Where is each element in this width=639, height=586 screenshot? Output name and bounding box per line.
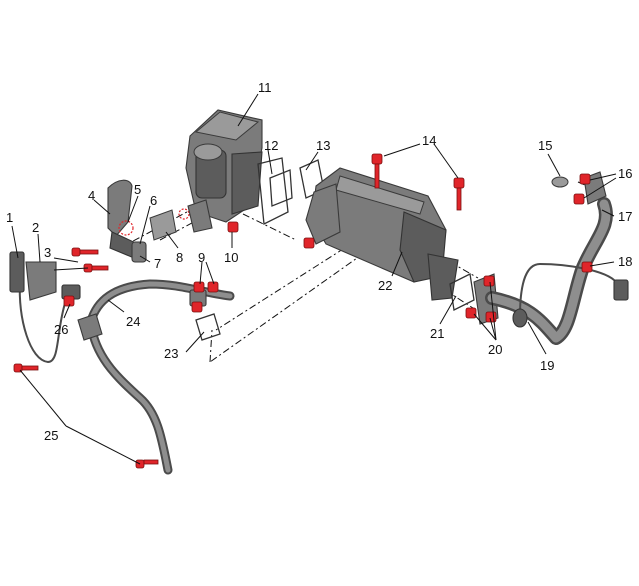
callout-8: 8 <box>176 250 183 265</box>
callout-25: 25 <box>44 428 58 443</box>
callout-18: 18 <box>618 254 632 269</box>
callout-1: 1 <box>6 210 13 225</box>
fasteners <box>13 153 593 469</box>
callout-26: 26 <box>54 322 68 337</box>
egr-valve-housing <box>185 109 263 233</box>
callout-6: 6 <box>150 193 157 208</box>
callout-10: 10 <box>224 250 238 265</box>
callout-7: 7 <box>154 256 161 271</box>
callout-3: 3 <box>44 245 51 260</box>
callout-14: 14 <box>422 133 436 148</box>
callout-24: 24 <box>126 314 140 329</box>
callout-19: 19 <box>540 358 554 373</box>
callout-17: 17 <box>618 209 632 224</box>
callout-2: 2 <box>32 220 39 235</box>
callout-23: 23 <box>164 346 178 361</box>
callout-labels: 1 2 3 4 5 6 7 8 9 10 11 12 13 14 15 16 1… <box>6 80 632 443</box>
callout-4: 4 <box>88 188 95 203</box>
callout-12: 12 <box>264 138 278 153</box>
callout-11: 11 <box>258 80 272 95</box>
callout-5: 5 <box>134 182 141 197</box>
egr-cooler <box>305 167 459 301</box>
coolant-hose <box>77 279 235 475</box>
sensor-bracket-assembly <box>9 251 81 363</box>
callout-20: 20 <box>488 342 502 357</box>
callout-15: 15 <box>538 138 552 153</box>
exhaust-pipe <box>485 171 629 345</box>
callout-9: 9 <box>198 250 205 265</box>
callout-22: 22 <box>378 278 392 293</box>
callout-13: 13 <box>316 138 330 153</box>
callout-21: 21 <box>430 326 444 341</box>
small-components <box>107 179 190 263</box>
callout-16: 16 <box>618 166 632 181</box>
leader-lines <box>11 93 617 465</box>
